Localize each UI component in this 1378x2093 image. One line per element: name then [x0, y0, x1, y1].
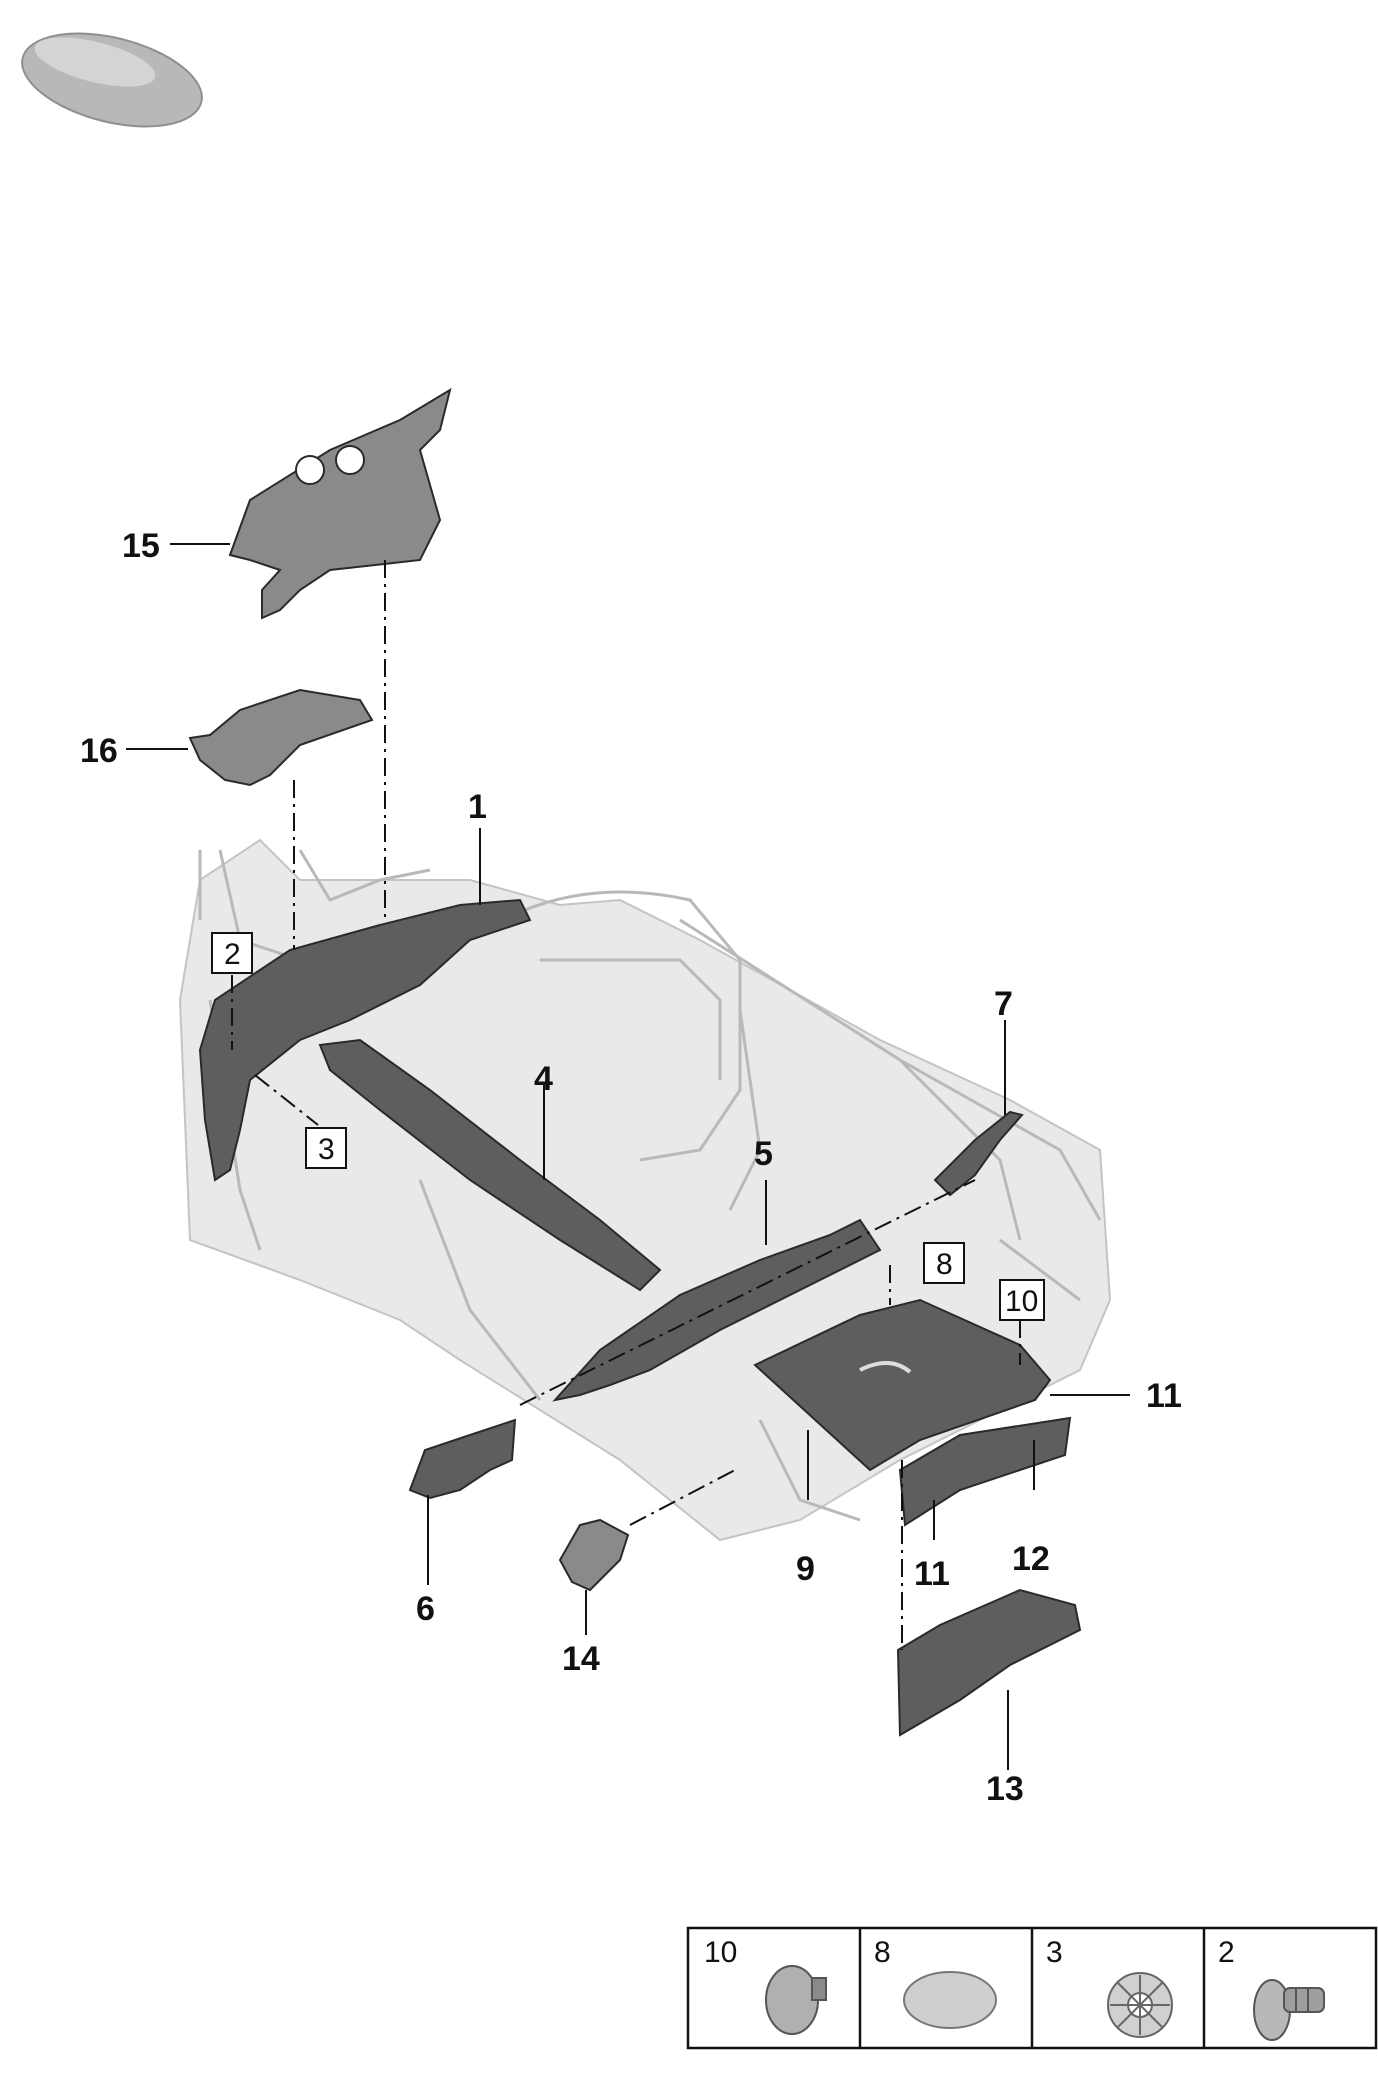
callout-15[interactable]: 15 — [122, 527, 160, 565]
callout-11-bottom[interactable]: 11 — [914, 1555, 950, 1593]
callout-10-box[interactable]: 10 — [999, 1279, 1045, 1321]
part-12[interactable] — [898, 1416, 1072, 1527]
part-16[interactable] — [188, 688, 374, 787]
assembly-lines — [231, 560, 1021, 1650]
callout-3: 3 — [318, 1133, 335, 1166]
part-4[interactable] — [318, 1038, 662, 1292]
part-5[interactable] — [552, 1218, 882, 1402]
callout-2-box[interactable]: 2 — [211, 932, 253, 974]
expanding-rivet-icon — [1253, 1979, 1325, 2041]
part-9[interactable] — [753, 1298, 1052, 1472]
callout-16[interactable]: 16 — [80, 732, 118, 770]
part-1[interactable] — [198, 898, 532, 1182]
spring-clip-icon — [1107, 1972, 1173, 2038]
callout-14[interactable]: 14 — [562, 1640, 600, 1678]
fastener-cell-10[interactable]: 10 — [704, 1936, 827, 2035]
fastener-cell-3[interactable]: 3 — [1046, 1936, 1173, 2038]
callout-11-right[interactable]: 11 — [1146, 1377, 1182, 1415]
part-15[interactable] — [228, 387, 452, 620]
callout-9[interactable]: 9 — [796, 1550, 815, 1588]
callout-12[interactable]: 12 — [1012, 1540, 1050, 1578]
part-13[interactable] — [896, 1588, 1082, 1737]
part-6[interactable] — [408, 1418, 517, 1500]
fastener-label-10: 10 — [704, 1936, 737, 1969]
fastener-label-8: 8 — [874, 1936, 891, 1969]
callout-7[interactable]: 7 — [994, 985, 1013, 1023]
callout-8: 8 — [936, 1248, 953, 1281]
callout-8-box[interactable]: 8 — [923, 1242, 965, 1284]
vehicle-thumbnail-icon[interactable] — [13, 17, 212, 143]
oval-pad-icon — [903, 1971, 997, 2029]
callout-5[interactable]: 5 — [754, 1135, 773, 1173]
callout-10: 10 — [1005, 1285, 1038, 1318]
push-clip-icon — [765, 1965, 827, 2035]
callout-2: 2 — [224, 938, 241, 971]
callout-1[interactable]: 1 — [468, 788, 487, 826]
fastener-cell-2[interactable]: 2 — [1218, 1936, 1325, 2041]
part-7[interactable] — [933, 1110, 1024, 1197]
callout-13[interactable]: 13 — [986, 1770, 1024, 1808]
callout-6[interactable]: 6 — [416, 1590, 435, 1628]
fastener-cell-8[interactable]: 8 — [874, 1936, 997, 2029]
part-14[interactable] — [558, 1518, 630, 1592]
fastener-label-2: 2 — [1218, 1936, 1235, 1969]
fastener-label-3: 3 — [1046, 1936, 1063, 1969]
leader-lines — [126, 543, 1130, 1770]
callout-4[interactable]: 4 — [534, 1060, 553, 1098]
fastener-table: 10 8 3 2 — [686, 1926, 1378, 2050]
callout-3-box[interactable]: 3 — [305, 1127, 347, 1169]
